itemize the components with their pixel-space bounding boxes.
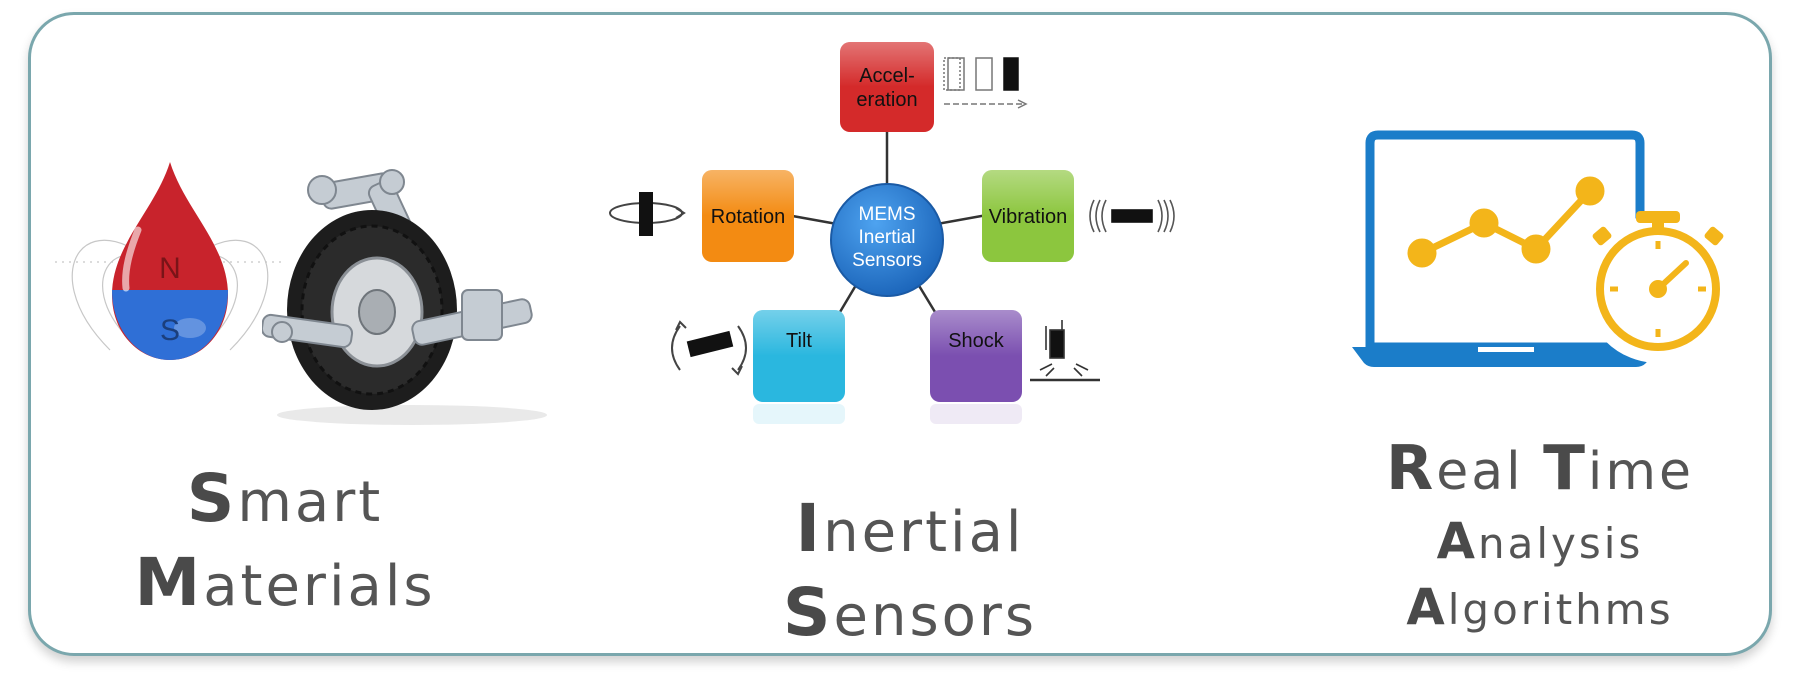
node-vibration: Vibration — [982, 170, 1074, 262]
hub-label-2: Inertial — [858, 227, 915, 248]
inertial-sensors-caption: Inertial Sensors — [745, 495, 1075, 650]
caption-initial: T — [1543, 433, 1588, 504]
caption-text: mart — [237, 470, 384, 535]
node-rotation: Rotation — [702, 170, 794, 262]
node-shock-label: Shock — [948, 330, 1005, 352]
node-shock: Shock — [930, 310, 1022, 424]
line-graph-icon — [1407, 176, 1605, 268]
node-vibration-label: Vibration — [989, 206, 1068, 228]
node-acceleration-label-1: Accel- — [859, 65, 915, 87]
node-acceleration-label-2: eration — [856, 89, 917, 111]
caption-initial: I — [795, 490, 824, 567]
caption-text: ime — [1587, 442, 1695, 502]
acceleration-icon — [943, 57, 1028, 109]
rotation-icon — [609, 192, 686, 236]
hub-label-1: MEMS — [859, 204, 916, 225]
caption-text: nertial — [823, 500, 1025, 565]
magnet-drop-illustration: N S — [55, 162, 285, 360]
stopwatch-icon — [1584, 211, 1732, 363]
magnet-north-label: N — [159, 252, 181, 285]
hub-label-3: Sensors — [852, 250, 922, 271]
tilt-icon — [671, 320, 747, 376]
caption-text: aterials — [203, 554, 436, 620]
caption-initial: M — [134, 544, 204, 622]
caption-text: nalysis — [1478, 519, 1644, 569]
mems-hub: MEMS Inertial Sensors — [830, 183, 944, 297]
mems-sensor-diagram: Accel- eration Rotation Vibration — [609, 42, 1175, 424]
caption-initial: A — [1436, 512, 1479, 571]
robot-arm-tire-illustration — [262, 169, 547, 425]
node-rotation-label: Rotation — [711, 206, 786, 228]
caption-initial: S — [186, 460, 238, 537]
caption-text: eal — [1436, 442, 1544, 502]
smart-materials-caption: Smart Materials — [120, 465, 450, 620]
caption-text: lgorithms — [1447, 584, 1674, 634]
laptop-analytics-illustration — [1352, 130, 1732, 367]
magnet-south-label: S — [160, 314, 180, 347]
caption-initial: S — [782, 574, 834, 652]
node-acceleration: Accel- eration — [840, 42, 934, 132]
real-time-caption: Real Time Analysis Algorithms — [1340, 438, 1740, 632]
node-tilt: Tilt — [753, 310, 845, 424]
caption-initial: A — [1406, 577, 1448, 636]
caption-text: ensors — [833, 584, 1038, 650]
vibration-icon — [1089, 199, 1175, 233]
shock-icon — [1030, 320, 1100, 382]
caption-initial: R — [1385, 433, 1437, 504]
node-tilt-label: Tilt — [786, 330, 812, 352]
